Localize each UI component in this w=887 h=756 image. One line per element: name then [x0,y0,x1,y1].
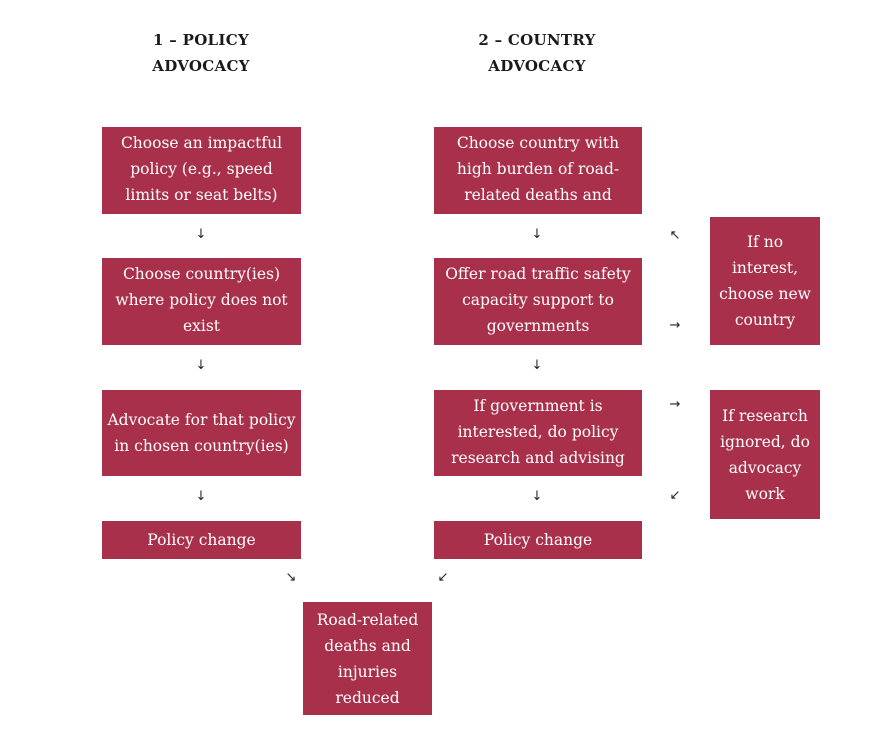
arrow-down-left-icon: ↙ [437,570,449,585]
policy-step-3-box: Advocate for that policy in chosen count… [102,390,301,476]
arrow-down-icon: ↓ [531,227,543,242]
country-step-3-box: If government is interested, do policy r… [434,390,642,476]
country-step-1-label: Choose country with high burden of road-… [456,134,620,230]
country-step-1-box: Choose country with high burden of road-… [434,127,642,230]
policy-step-1-label: Choose an impactful policy (e.g., speed … [120,134,283,204]
arrow-right-icon: → [669,318,681,333]
arrow-down-right-icon: ↘ [285,570,297,585]
research-ignored-box: If research ignored, do advocacy work [710,390,820,519]
country-policy-change-box: Policy change [434,521,642,559]
arrow-up-left-icon: ↖ [669,228,681,243]
policy-advocacy-heading: 1 – POLICY ADVOCACY [152,31,250,75]
no-interest-box: If no interest, choose new country [710,217,820,345]
policy-step-2-box: Choose country(ies) where policy does no… [102,258,301,345]
arrow-down-icon: ↓ [531,489,543,504]
country-policy-change-label: Policy change [483,531,593,549]
outcome-label: Road-related deaths and injuries reduced [316,610,419,707]
arrow-right-icon: → [669,397,681,412]
arrow-down-left-icon: ↙ [669,488,681,503]
research-ignored-label: If research ignored, do advocacy work [720,406,810,503]
policy-change-label: Policy change [147,531,256,549]
no-interest-label: If no interest, choose new country [719,233,811,329]
arrow-down-icon: ↓ [195,358,207,373]
policy-step-1-box: Choose an impactful policy (e.g., speed … [102,127,301,214]
country-advocacy-heading: 2 – COUNTRY ADVOCACY [478,31,596,75]
arrow-down-icon: ↓ [531,358,543,373]
country-step-2-box: Offer road traffic safety capacity suppo… [434,258,642,345]
policy-step-3-label: Advocate for that policy in chosen count… [107,411,296,455]
arrow-down-icon: ↓ [195,227,207,242]
policy-change-box: Policy change [102,521,301,559]
outcome-box: Road-related deaths and injuries reduced [303,602,432,715]
country-step-3-label: If government is interested, do policy r… [451,397,625,467]
arrow-down-icon: ↓ [195,489,207,504]
country-step-2-label: Offer road traffic safety capacity suppo… [445,265,631,335]
policy-step-2-label: Choose country(ies) where policy does no… [115,265,288,335]
